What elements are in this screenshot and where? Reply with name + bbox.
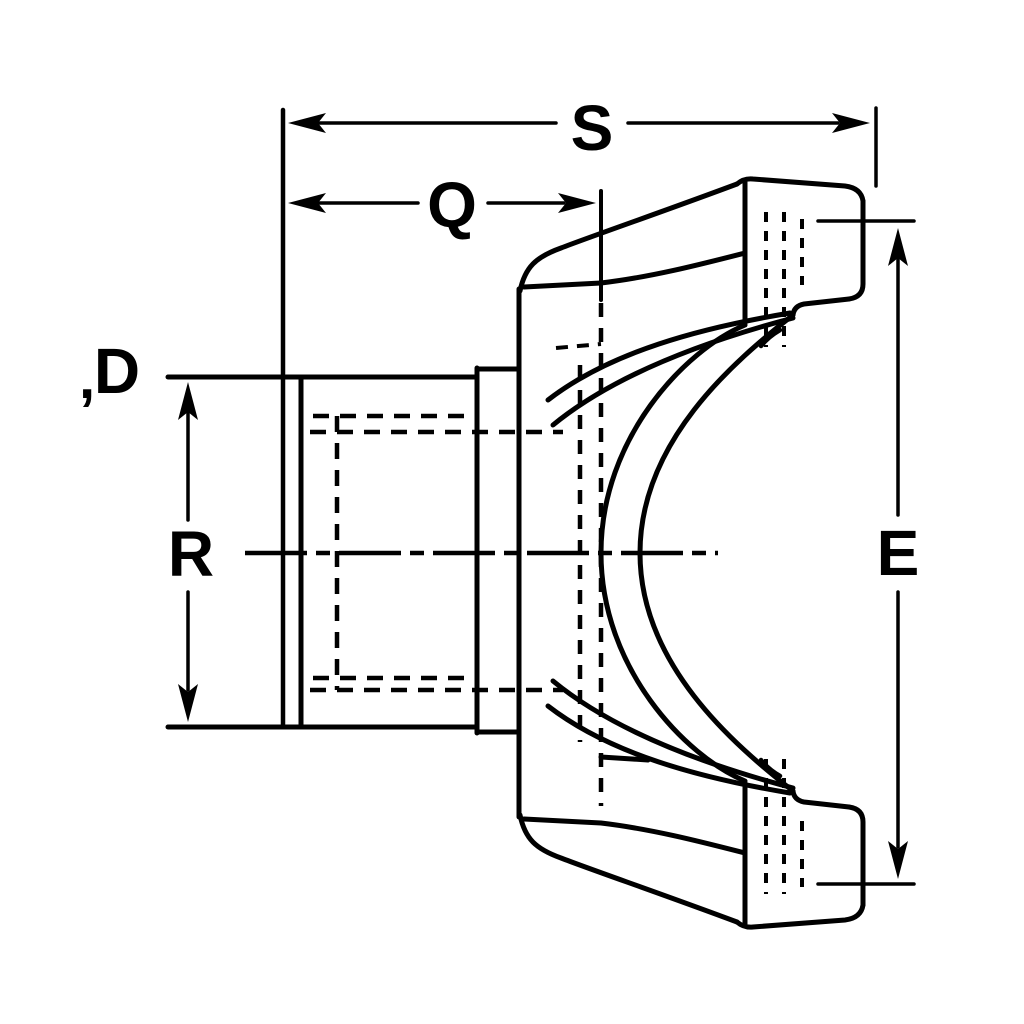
dimension-e: E [816,219,920,886]
upper-cap-right-edge [846,198,866,302]
dimension-q: Q [288,169,603,302]
arrowhead-s-left [288,113,326,133]
neck-arc-lower [758,757,783,779]
dimension-s: S [288,92,878,188]
arrowhead-r-up [178,382,198,420]
arrowhead-q-right [558,193,596,213]
lower-cap-right-edge [846,804,866,908]
dim-label-q: Q [427,169,477,241]
upper-ear-outer-edge [517,181,740,294]
dim-label-r: R [168,518,214,590]
upper-ear-inner-edge [521,250,748,290]
arrowhead-e-up [888,228,908,266]
saddle-edge-lower [598,754,651,763]
dimension-r: R [168,382,214,722]
arrowhead-q-left [288,193,326,213]
dim-label-e: E [877,517,920,589]
far-ear-lower-curve-a [545,703,793,796]
yoke-part-outline [165,107,866,930]
upper-cap-top-edge [734,176,866,204]
arrowhead-e-down [888,841,908,879]
far-ear-upper-curve-a [545,310,793,403]
arrowhead-s-right [832,113,870,133]
lower-ear-inner-edge [521,816,748,856]
dim-label-s: S [571,92,614,164]
lower-cap-top-edge [790,788,852,810]
far-ear-upper-curve-b [550,315,796,428]
stray-comma-mark: , [79,346,95,411]
dim-label-d: D [94,335,140,407]
label-d-group: D , [79,335,140,411]
arrowhead-r-down [178,684,198,722]
upper-cap-bottom-edge [790,296,852,318]
saddle-edge-upper-hidden [555,342,602,350]
lower-ear-outer-edge [517,812,740,925]
neck-arc-upper [758,327,783,349]
lower-cap-bottom-edge [734,902,866,930]
